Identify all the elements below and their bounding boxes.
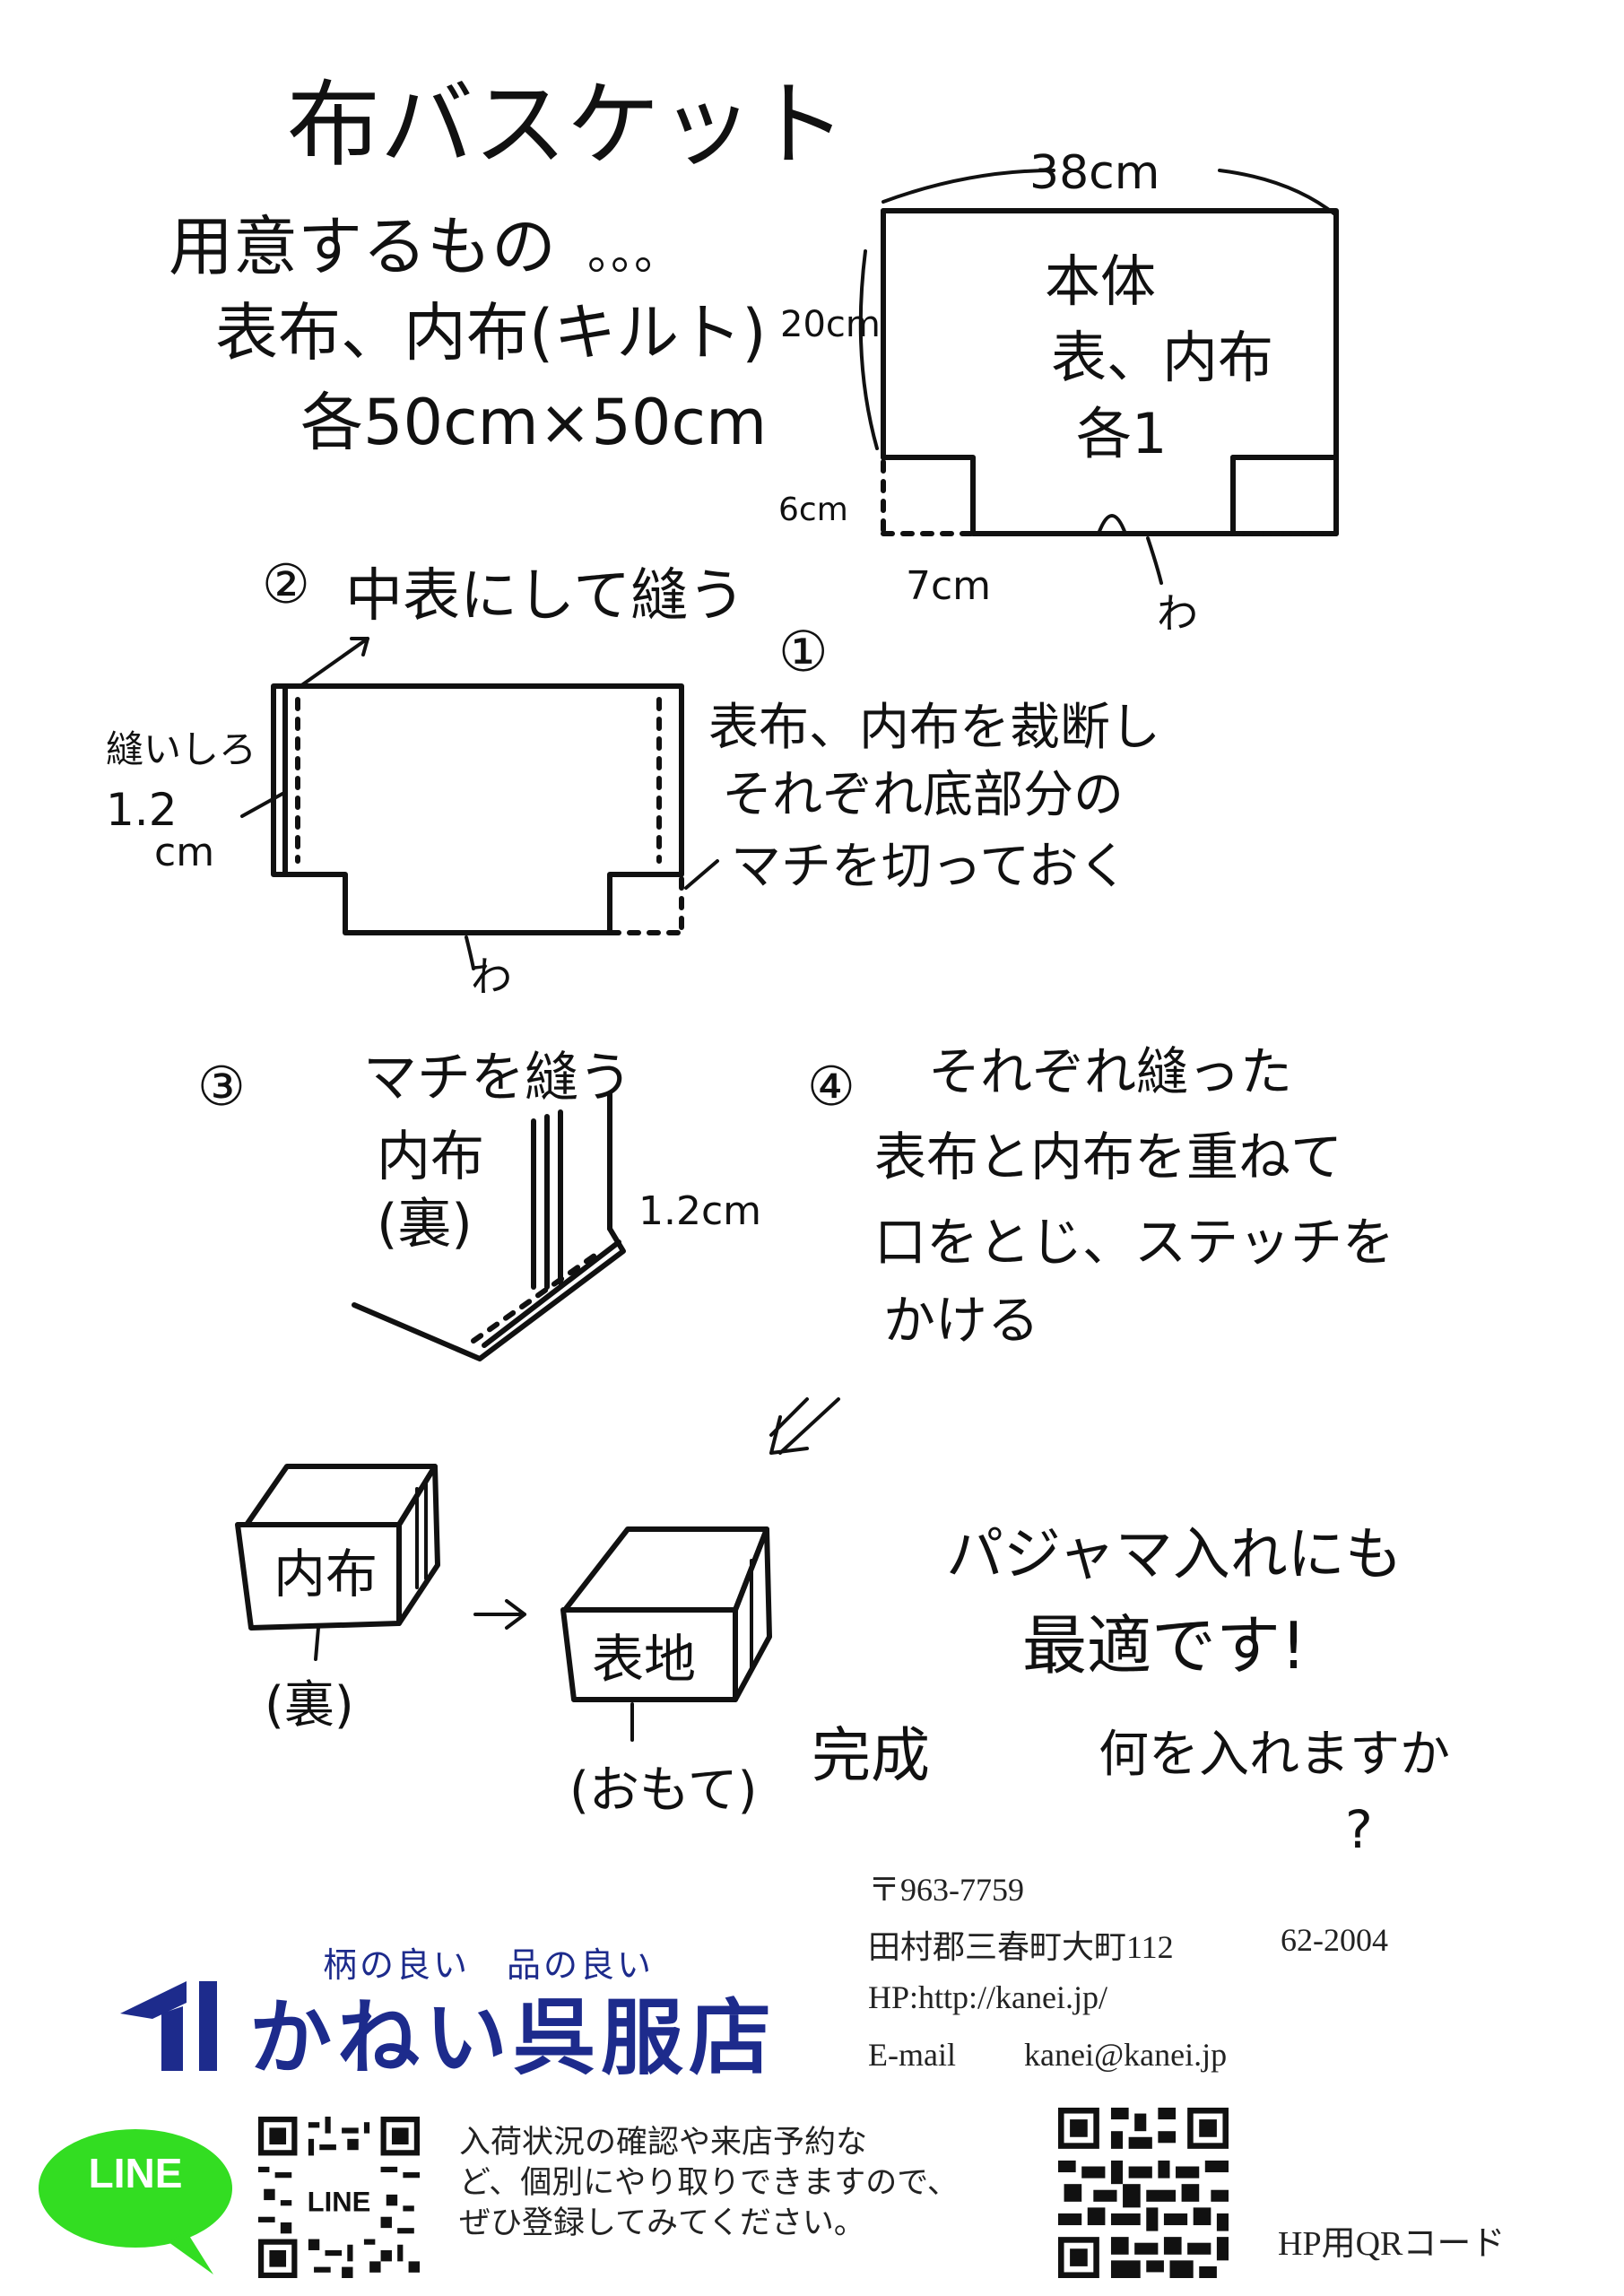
- seam-allowance-arrow: [240, 792, 284, 818]
- step2-number: ②: [262, 553, 310, 616]
- step2-seam-label2: 1.2: [106, 784, 178, 836]
- step1-line2: それぞれ底部分の: [722, 766, 1124, 824]
- comment-line1: パジャマ入れにも: [946, 1522, 1403, 1588]
- inner-box-side: (裏): [265, 1676, 354, 1735]
- step4-line1: それぞれ縫った: [928, 1041, 1292, 1102]
- question-mark: ?: [1345, 1799, 1373, 1860]
- fold-mark: [1097, 514, 1127, 535]
- question-text: 何を入れますか: [1099, 1726, 1450, 1784]
- final-arrow: [473, 1599, 526, 1630]
- materials-line2: 各50cm×50cm: [300, 386, 767, 459]
- line-badge-label: LINE: [88, 2150, 183, 2196]
- step3-section: ③ マチを縫う 内布 (裏) 1.2cm: [197, 1047, 761, 1361]
- step1-number: ①: [778, 619, 829, 684]
- shop-name: かねい呉服店: [249, 1989, 777, 2086]
- line-badge-icon[interactable]: [34, 2124, 237, 2276]
- step4-section: ④ それぞれ縫った 表布と内布を重ねて 口をとじ、ステッチを かける: [769, 1041, 1394, 1455]
- outer-box-top: [562, 1526, 769, 1613]
- step3-label1: 内布: [377, 1126, 484, 1188]
- line-description: 入荷状況の確認や来店予約な ど、個別にやり取りできますので、 ぜひ登録してみてく…: [459, 2122, 961, 2243]
- hp-qr-label: HP用QRコード: [1278, 2225, 1506, 2263]
- sheet-title: 布バスケット: [287, 70, 847, 179]
- step2-arrow: [299, 637, 369, 688]
- step2-text: 中表にして縫う: [345, 563, 745, 630]
- notch-arrow: [684, 859, 719, 890]
- email-address[interactable]: kanei@kanei.jp: [1024, 2037, 1228, 2073]
- pattern-label2: 表、内布: [1051, 325, 1273, 390]
- line-desc-line1: 入荷状況の確認や来店予約な: [459, 2125, 868, 2160]
- step1-section: ① 表布、内布を裁断し それぞれ底部分の マチを切っておく: [708, 619, 1160, 896]
- notch-height-label: 6cm: [778, 491, 848, 528]
- step2-fold-label: わ: [471, 952, 512, 1001]
- step4-number: ④: [807, 1056, 855, 1118]
- postal-code: 〒963-7759: [868, 1872, 1024, 1908]
- materials-line1: 表布、内布(キルト): [215, 296, 767, 370]
- outer-box-side: (おもて): [569, 1761, 757, 1820]
- step1-line1: 表布、内布を裁断し: [708, 699, 1160, 757]
- step3-label2: (裏): [377, 1193, 473, 1256]
- materials-section: 用意するもの 。。。 表布、内布(キルト) 各50cm×50cm: [169, 209, 767, 459]
- notch-width-label: 7cm: [906, 563, 991, 609]
- step3-number: ③: [197, 1056, 246, 1118]
- outer-box-label: 表地: [592, 1629, 696, 1690]
- step3-measure: 1.2cm: [638, 1188, 761, 1234]
- pattern-width: 38cm: [1029, 146, 1159, 200]
- shop-tagline: 柄の良い 品の良い: [323, 1947, 655, 1985]
- width-arc-right: [1218, 169, 1338, 217]
- line-qr-code-icon[interactable]: LINE: [258, 2117, 420, 2278]
- line-desc-line3: ぜひ登録してみてください。: [459, 2205, 865, 2240]
- pattern-label1: 本体: [1045, 248, 1156, 314]
- inner-box-label: 内布: [274, 1544, 378, 1605]
- step4-line2: 表布と内布を重ねて: [874, 1126, 1342, 1187]
- step2-section: ② 中表にして縫う 縫いしろ 1.2 cm わ: [106, 553, 745, 1001]
- comment-line2: 最適です!: [1022, 1608, 1307, 1683]
- step3-text: マチを縫う: [363, 1047, 632, 1109]
- hp-qr-code-icon[interactable]: [1058, 2108, 1229, 2278]
- step3-base-outline: [352, 1226, 626, 1361]
- materials-dots: 。。。: [587, 227, 681, 281]
- email-label: E-mail: [868, 2037, 956, 2073]
- step2-body-outline: [271, 683, 684, 935]
- pattern-height: 20cm: [780, 304, 881, 345]
- width-arc-left: [881, 169, 1055, 204]
- step3-seam: [471, 1248, 604, 1344]
- step1-line3: マチを切っておく: [731, 838, 1129, 896]
- address: 田村郡三春町大町112: [868, 1929, 1174, 1965]
- pattern-diagram: 38cm 20cm 本体 表、内布 各1 6cm 7cm わ: [778, 146, 1339, 638]
- step4-arrow: [769, 1397, 840, 1455]
- pattern-outline: [881, 208, 1339, 536]
- step4-line3: 口をとじ、ステッチを: [874, 1212, 1394, 1273]
- line-desc-line2: ど、個別にやり取りできますので、: [459, 2165, 959, 2200]
- shop-logo-icon: [120, 1981, 217, 2071]
- phone: 62-2004: [1281, 1922, 1388, 1958]
- materials-heading: 用意するもの: [169, 209, 556, 284]
- final-section: 内布 (裏) 表地 (おもて) 完成 パジャマ入れにも 最適です! 何を入れます…: [235, 1464, 1450, 1860]
- line-qr-label: LINE: [308, 2187, 371, 2218]
- done-label: 完成: [812, 1721, 930, 1790]
- step4-line4: かける: [883, 1290, 1039, 1351]
- step2-seam-label1: 縫いしろ: [106, 727, 256, 771]
- height-arc: [858, 249, 879, 450]
- pattern-label3: 各1: [1076, 401, 1167, 466]
- homepage-url[interactable]: HP:http://kanei.jp/: [868, 1979, 1107, 2015]
- step2-seam-label3: cm: [154, 830, 214, 875]
- pattern-fold-label: わ: [1157, 589, 1198, 638]
